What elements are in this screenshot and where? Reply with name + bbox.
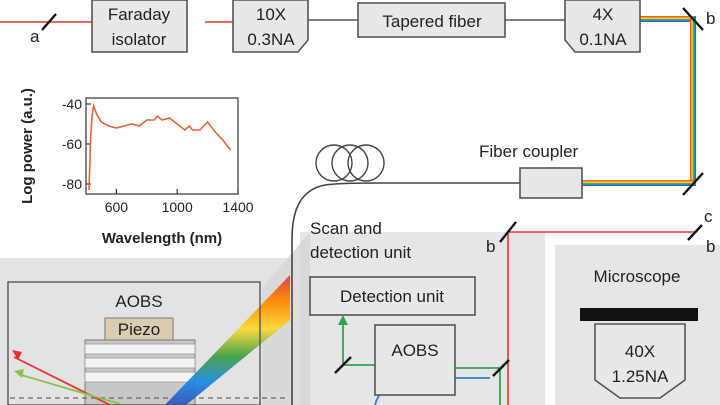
mirror-b-right [687, 224, 703, 241]
chart-ytick-label: -80 [62, 176, 82, 192]
faraday-label-1: Faraday [108, 5, 171, 24]
obj40x-label-2: 1.25NA [612, 367, 669, 386]
inset-rainbow-beam [164, 275, 290, 405]
chart-series-line [88, 102, 232, 191]
obj4x-label-1: 4X [593, 5, 614, 24]
fiber-coupler [519, 167, 583, 199]
mirror-a [41, 13, 57, 31]
detection-unit [309, 276, 476, 316]
chart-plot-area [85, 97, 239, 195]
spectrum-chart: Log power (a.u.) Wavelength (nm) -40 -60 -… [19, 88, 254, 247]
objective-4x [564, 0, 641, 53]
mirror-b-top [682, 7, 704, 31]
laser-beam-lower [507, 231, 695, 405]
obj10x-label-1: 10X [256, 5, 286, 24]
green-beam [338, 315, 501, 405]
mirror-label-b-top: b [706, 9, 715, 28]
mirror-label-b-right: b [706, 237, 715, 256]
aobs-label: AOBS [391, 341, 438, 360]
mirror-c [682, 172, 704, 196]
chart-xtick-label: 600 [105, 199, 129, 215]
delivery-fiber [291, 182, 520, 405]
tapered-fiber [357, 2, 506, 38]
fiber-loops [315, 144, 385, 182]
objective-10x [232, 0, 309, 53]
supercontinuum-beam-h2 [580, 180, 696, 186]
obj4x-label-2: 0.1NA [579, 30, 627, 49]
inset-frame [7, 281, 261, 405]
aobs [374, 324, 456, 396]
scan-unit-label-2: detection unit [310, 243, 411, 262]
detection-unit-label: Detection unit [340, 287, 444, 306]
inset-green-arrow [14, 369, 24, 378]
mirror-scan [492, 359, 510, 377]
microscope-label: Microscope [594, 267, 681, 286]
microscope-stage-plate [580, 308, 698, 321]
mirror-label-c: c [704, 207, 713, 226]
chart-xtick-label: 1000 [162, 199, 193, 215]
inset-piezo-label: Piezo [118, 320, 161, 339]
mirror-b-mid [499, 221, 517, 243]
inset-red-beam [13, 356, 113, 405]
scan-unit-label-1: Scan and [310, 219, 382, 238]
supercontinuum-beam-v [690, 16, 696, 186]
inset-piezo-block [104, 317, 174, 341]
inset-red-arrow [12, 350, 22, 360]
mirror-green [334, 356, 352, 374]
obj10x-label-2: 0.3NA [247, 30, 295, 49]
chart-ylabel: Log power (a.u.) [19, 88, 36, 204]
supercontinuum-beam-h1 [640, 16, 695, 22]
fiber-coupler-label: Fiber coupler [479, 142, 579, 161]
inset-aobs-label: AOBS [115, 292, 162, 311]
chart-ytick-label: -60 [62, 136, 82, 152]
mirror-label-b-mid: b [486, 237, 495, 256]
mirrors [41, 7, 704, 377]
faraday-label-2: isolator [112, 30, 167, 49]
tapered-fiber-label: Tapered fiber [382, 12, 482, 31]
faraday-isolator [91, 0, 188, 53]
chart-ytick-label: -40 [62, 96, 82, 112]
obj40x-label-1: 40X [625, 342, 655, 361]
objective-40x [594, 323, 686, 399]
chart-xlabel: Wavelength (nm) [102, 230, 222, 247]
chart-xtick-label: 1400 [222, 199, 253, 215]
mirror-label-a: a [30, 27, 40, 46]
inset-green-beam [17, 373, 121, 405]
